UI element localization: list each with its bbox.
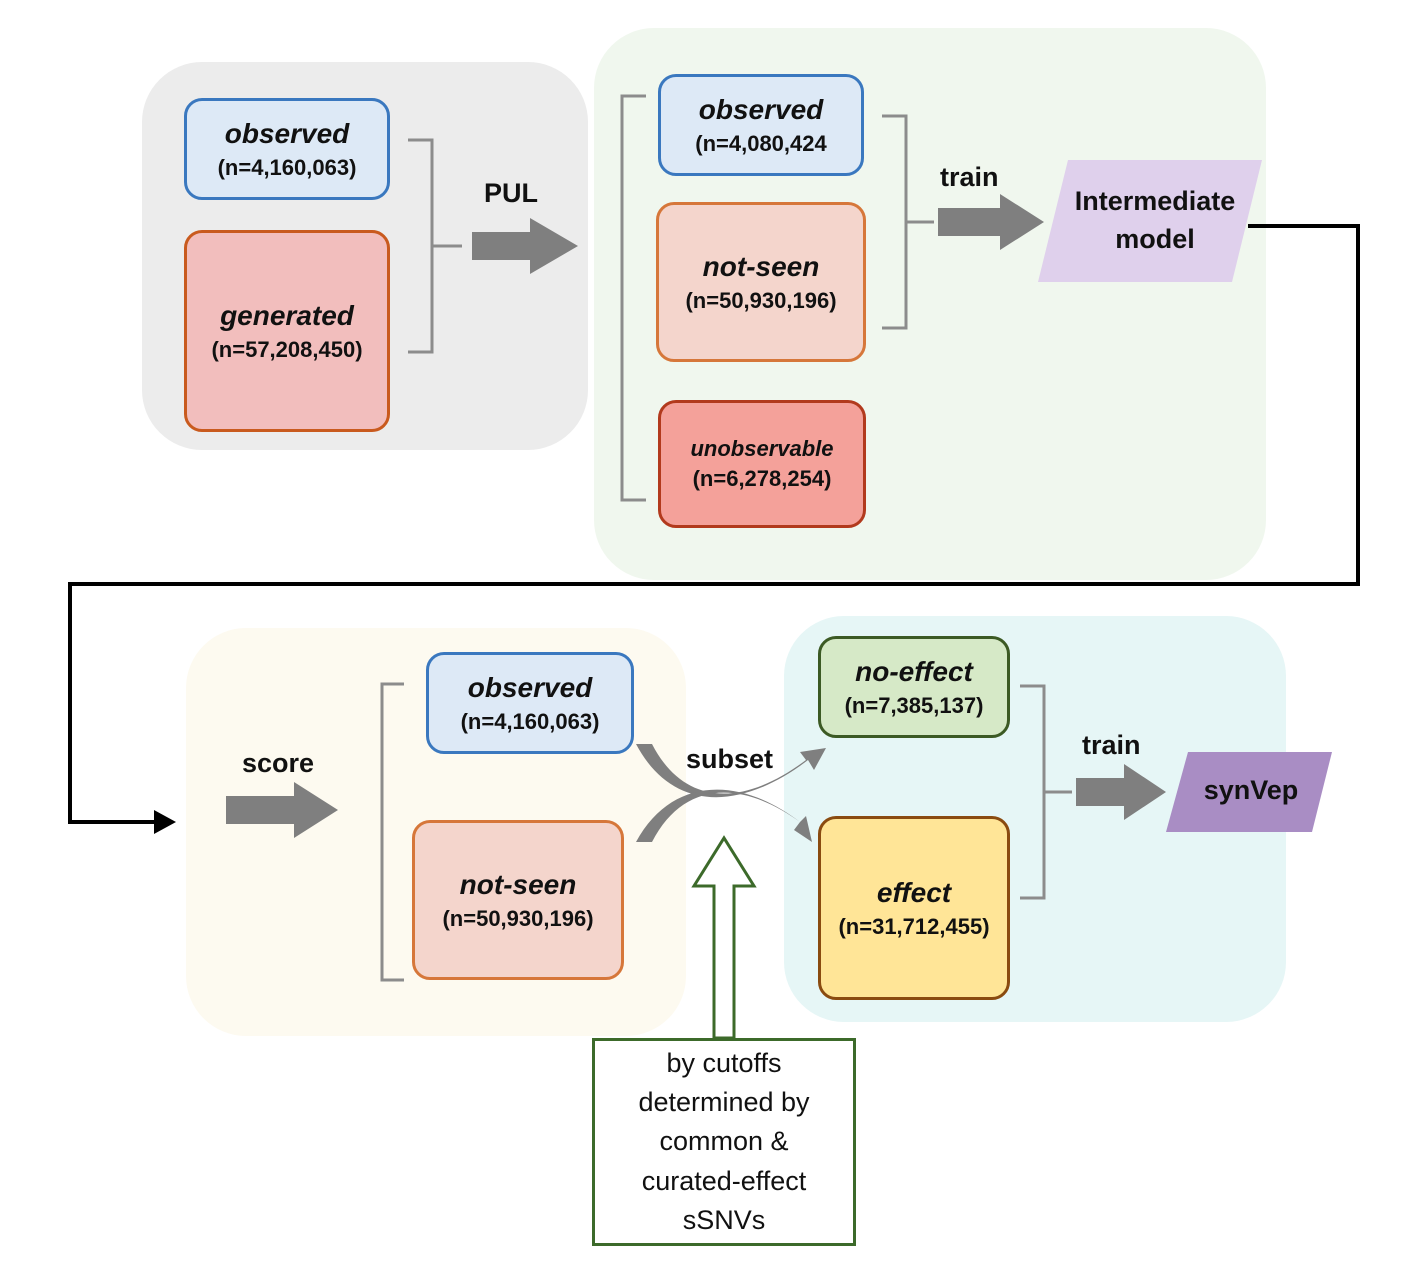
score-arrow — [226, 782, 338, 838]
box-name: observed — [467, 672, 593, 703]
bracket-panel3 — [380, 682, 404, 982]
box-count: (n=57,208,450) — [211, 336, 363, 362]
box-name: unobservable — [690, 435, 834, 461]
flow-connector — [68, 224, 1360, 824]
subset-arrow-down — [636, 789, 812, 842]
synvep-label: synVep — [1203, 775, 1299, 806]
train-arrow-2 — [1076, 764, 1166, 820]
panel2-observed-box: observed (n=4,080,424 — [658, 74, 864, 176]
pul-label: PUL — [484, 178, 538, 208]
pul-arrow — [472, 218, 578, 274]
bracket-panel1 — [408, 138, 462, 354]
box-name: generated — [220, 300, 354, 331]
cutoff-note-text: by cutoffs determined by common & curate… — [638, 1048, 810, 1235]
panel4-no-effect-box: no-effect (n=7,385,137) — [818, 636, 1010, 738]
synvep-shape — [1166, 752, 1332, 832]
subset-arrow-up — [636, 744, 826, 798]
bracket-panel2-right — [882, 114, 934, 330]
subset-label: subset — [686, 744, 774, 774]
panel3-not-seen-box: not-seen (n=50,930,196) — [412, 820, 624, 980]
box-count: (n=7,385,137) — [844, 692, 984, 718]
panel2-unobservable-box: unobservable (n=6,278,254) — [658, 400, 866, 528]
intermediate-model-label: Intermediate model — [1074, 186, 1236, 254]
cutoff-note-box: by cutoffs determined by common & curate… — [592, 1038, 856, 1246]
cutoff-arrow — [691, 835, 757, 1040]
box-count: (n=4,080,424 — [695, 130, 827, 156]
panel4-effect-box: effect (n=31,712,455) — [818, 816, 1010, 1000]
panel1-observed-box: observed (n=4,160,063) — [184, 98, 390, 200]
box-count: (n=31,712,455) — [838, 913, 990, 939]
bracket-panel4 — [1020, 684, 1072, 900]
train-label-1: train — [940, 162, 999, 192]
box-count: (n=6,278,254) — [692, 466, 832, 491]
box-name: effect — [876, 877, 952, 908]
box-count: (n=50,930,196) — [442, 905, 594, 931]
flow-connector-arrowhead — [154, 810, 176, 834]
train-label-2: train — [1082, 730, 1141, 760]
box-count: (n=50,930,196) — [685, 287, 837, 313]
box-count: (n=4,160,063) — [460, 708, 600, 734]
box-name: observed — [698, 94, 824, 125]
train-arrow-1 — [938, 194, 1044, 250]
box-name: no-effect — [855, 656, 973, 687]
panel3-observed-box: observed (n=4,160,063) — [426, 652, 634, 754]
box-name: observed — [224, 118, 350, 149]
bracket-panel2-left — [620, 94, 646, 502]
score-label: score — [242, 748, 315, 778]
box-count: (n=4,160,063) — [217, 154, 357, 180]
panel1-generated-box: generated (n=57,208,450) — [184, 230, 390, 432]
box-name: not-seen — [702, 251, 820, 282]
intermediate-model-shape — [1038, 160, 1262, 282]
panel2-not-seen-box: not-seen (n=50,930,196) — [656, 202, 866, 362]
box-name: not-seen — [459, 869, 577, 900]
